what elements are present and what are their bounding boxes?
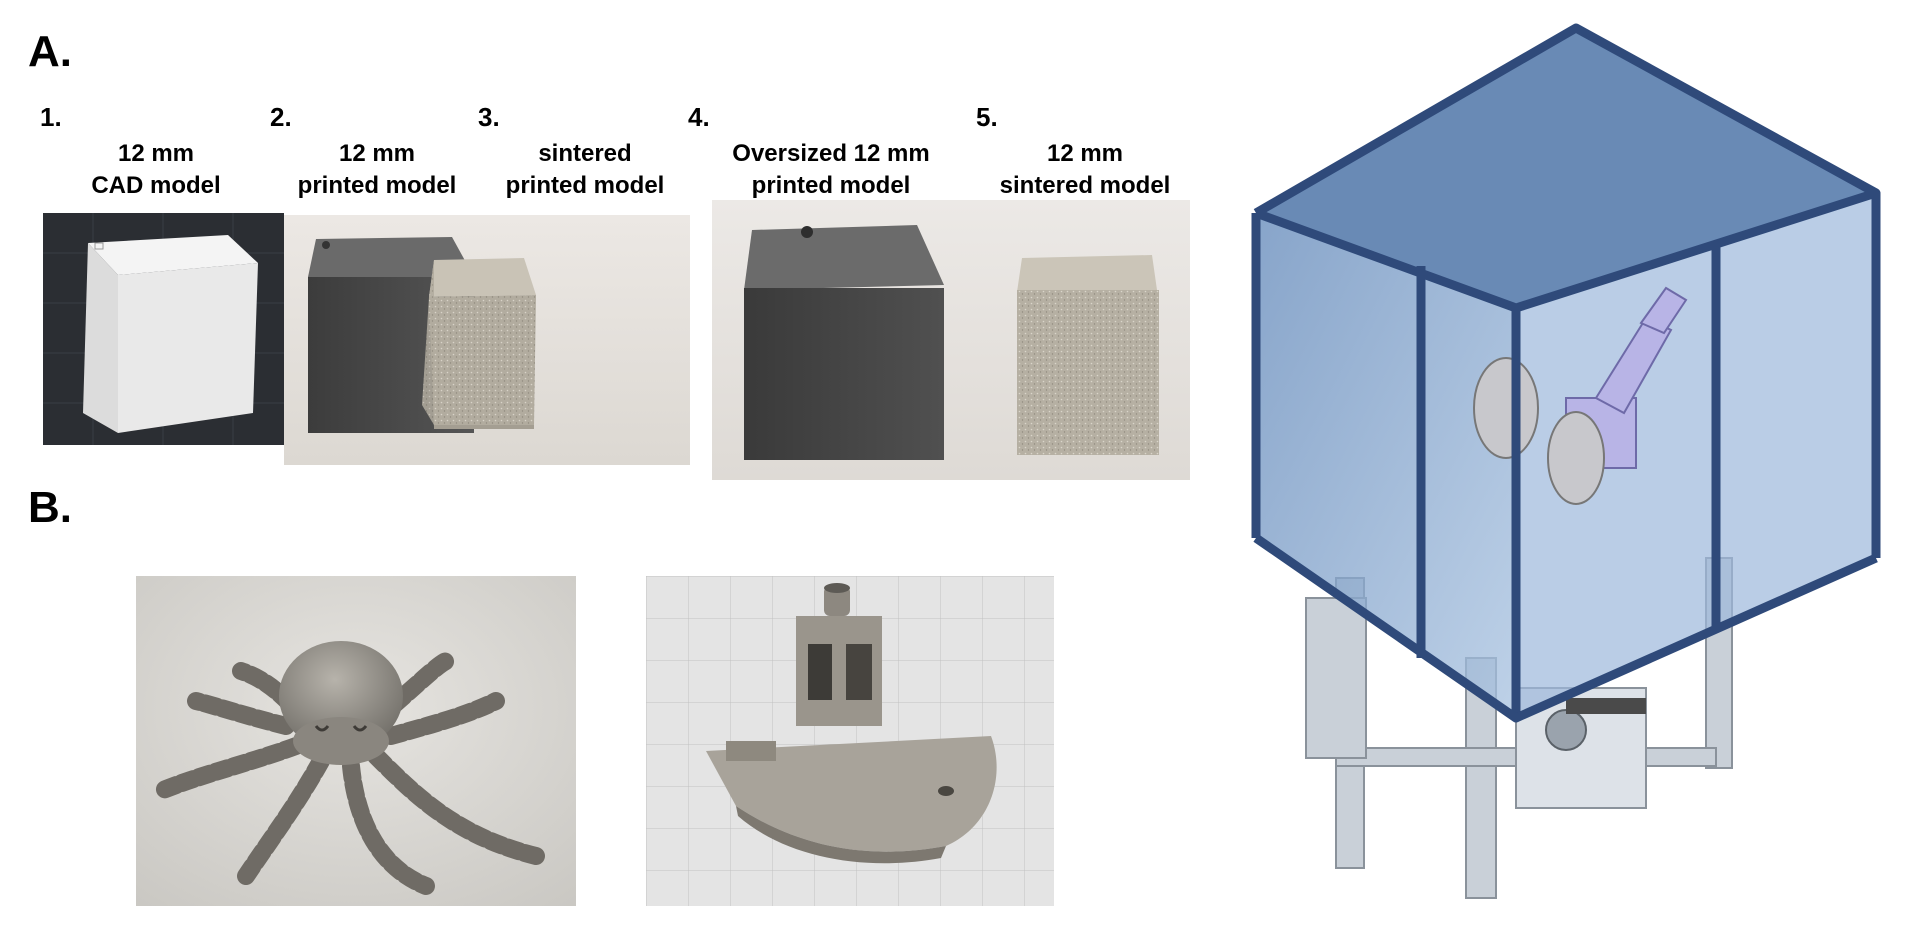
step-4-caption-line1: Oversized 12 mm bbox=[732, 140, 930, 167]
step-3-caption: sintered printed model bbox=[490, 138, 680, 202]
step-4-caption-line2: printed model bbox=[751, 172, 911, 199]
step-2-caption-line2: printed model bbox=[297, 172, 457, 199]
sintered-benchy-boat-photo bbox=[646, 576, 1054, 906]
printed-and-sintered-cubes-photo bbox=[284, 215, 690, 465]
step-5-caption-line1: 12 mm bbox=[1046, 140, 1124, 167]
oversized-and-sintered-cubes-photo bbox=[712, 200, 1190, 480]
step-4-caption: Oversized 12 mm printed model bbox=[710, 138, 952, 202]
step-2-caption: 12 mm printed model bbox=[282, 138, 472, 202]
step-4-number: 4. bbox=[688, 102, 710, 132]
step-3-caption-line1: sintered bbox=[538, 140, 632, 167]
sintered-octopus-photo bbox=[136, 576, 576, 906]
step-3-caption-line2: printed model bbox=[505, 172, 665, 199]
step-5-caption-line2: sintered model bbox=[999, 172, 1171, 199]
step-5-number: 5. bbox=[976, 102, 998, 132]
cad-model-render bbox=[43, 213, 284, 445]
step-5-caption: 12 mm sintered model bbox=[980, 138, 1190, 202]
robotic-printer-enclosure-render bbox=[1246, 18, 1900, 928]
step-1-caption-line1: 12 mm bbox=[117, 140, 195, 167]
step-1-caption-line2: CAD model bbox=[91, 172, 221, 199]
step-2-caption-line1: 12 mm bbox=[338, 140, 416, 167]
panel-a-label: A. bbox=[28, 27, 72, 76]
step-2-number: 2. bbox=[270, 102, 292, 132]
step-1-caption: 12 mm CAD model bbox=[40, 138, 272, 202]
panel-b-label: B. bbox=[28, 483, 72, 532]
step-1-number: 1. bbox=[40, 102, 62, 132]
step-3-number: 3. bbox=[478, 102, 500, 132]
